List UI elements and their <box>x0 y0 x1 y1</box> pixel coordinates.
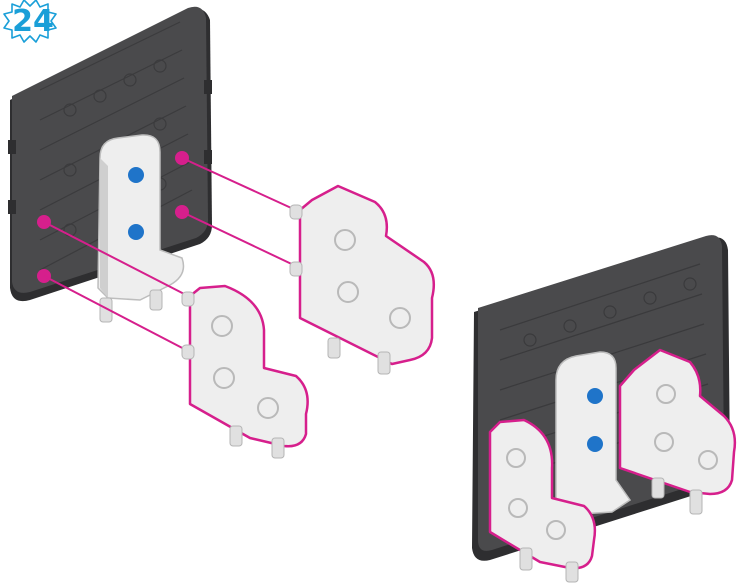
corner-bracket-right <box>290 186 434 374</box>
blue-hole-icon <box>587 436 603 452</box>
exploded-view <box>8 7 434 458</box>
assembled-view <box>472 235 735 582</box>
blue-hole-icon <box>587 388 603 404</box>
step-badge: 24 <box>4 0 56 42</box>
blue-hole-icon <box>128 224 144 240</box>
blue-hole-icon <box>128 167 144 183</box>
step-number: 24 <box>12 4 54 39</box>
corner-bracket-left <box>182 286 308 458</box>
